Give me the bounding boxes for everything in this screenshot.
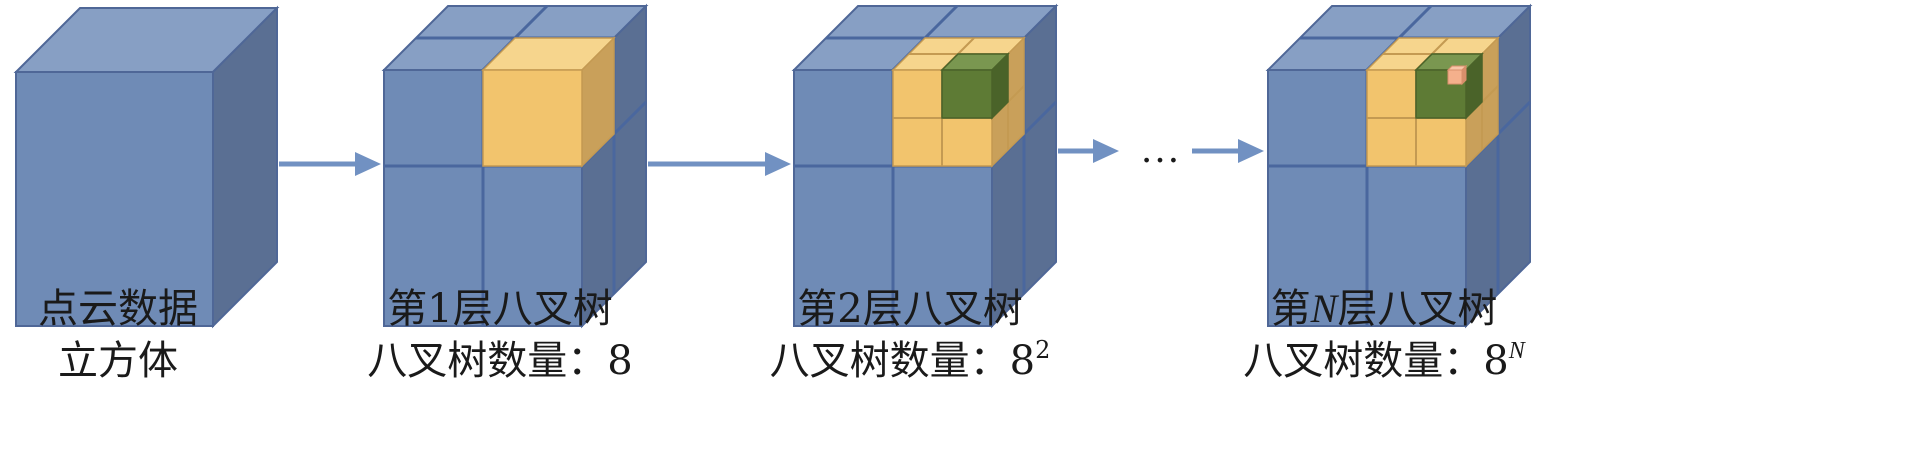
arrow-2 <box>648 152 791 176</box>
cube-level-2 <box>791 3 1059 329</box>
cube-level-n <box>1265 3 1533 329</box>
cube-level-1 <box>381 3 649 329</box>
tiny-voxel-level-n <box>1446 64 1468 86</box>
label-line2: 八叉树数量：82 <box>770 336 1051 384</box>
label-line1: 第1层八叉树 <box>387 286 612 332</box>
octant-level-1 <box>481 36 616 168</box>
label-level-1: 第1层八叉树 八叉树数量：8 <box>367 286 632 384</box>
label-line1: 第2层八叉树 <box>797 286 1022 332</box>
label-level-2: 第2层八叉树 八叉树数量：82 <box>770 286 1051 384</box>
arrow-1 <box>279 152 381 176</box>
arrow-3 <box>1058 139 1119 163</box>
ellipsis: … <box>1140 126 1180 171</box>
label-point-cloud: 点云数据 立方体 <box>38 286 198 384</box>
sub-octant-level-2 <box>940 52 1010 120</box>
arrow-4 <box>1192 139 1264 163</box>
label-line2: 八叉树数量：8N <box>1243 338 1526 384</box>
label-line2: 立方体 <box>58 338 178 384</box>
label-line1: 点云数据 <box>38 286 198 332</box>
cube-point-cloud <box>13 5 280 329</box>
label-level-n: 第N层八叉树 八叉树数量：8N <box>1243 286 1526 384</box>
label-line1: 第N层八叉树 <box>1271 286 1498 332</box>
sub-octant-level-n <box>1414 52 1484 120</box>
label-line2: 八叉树数量：8 <box>367 338 632 384</box>
